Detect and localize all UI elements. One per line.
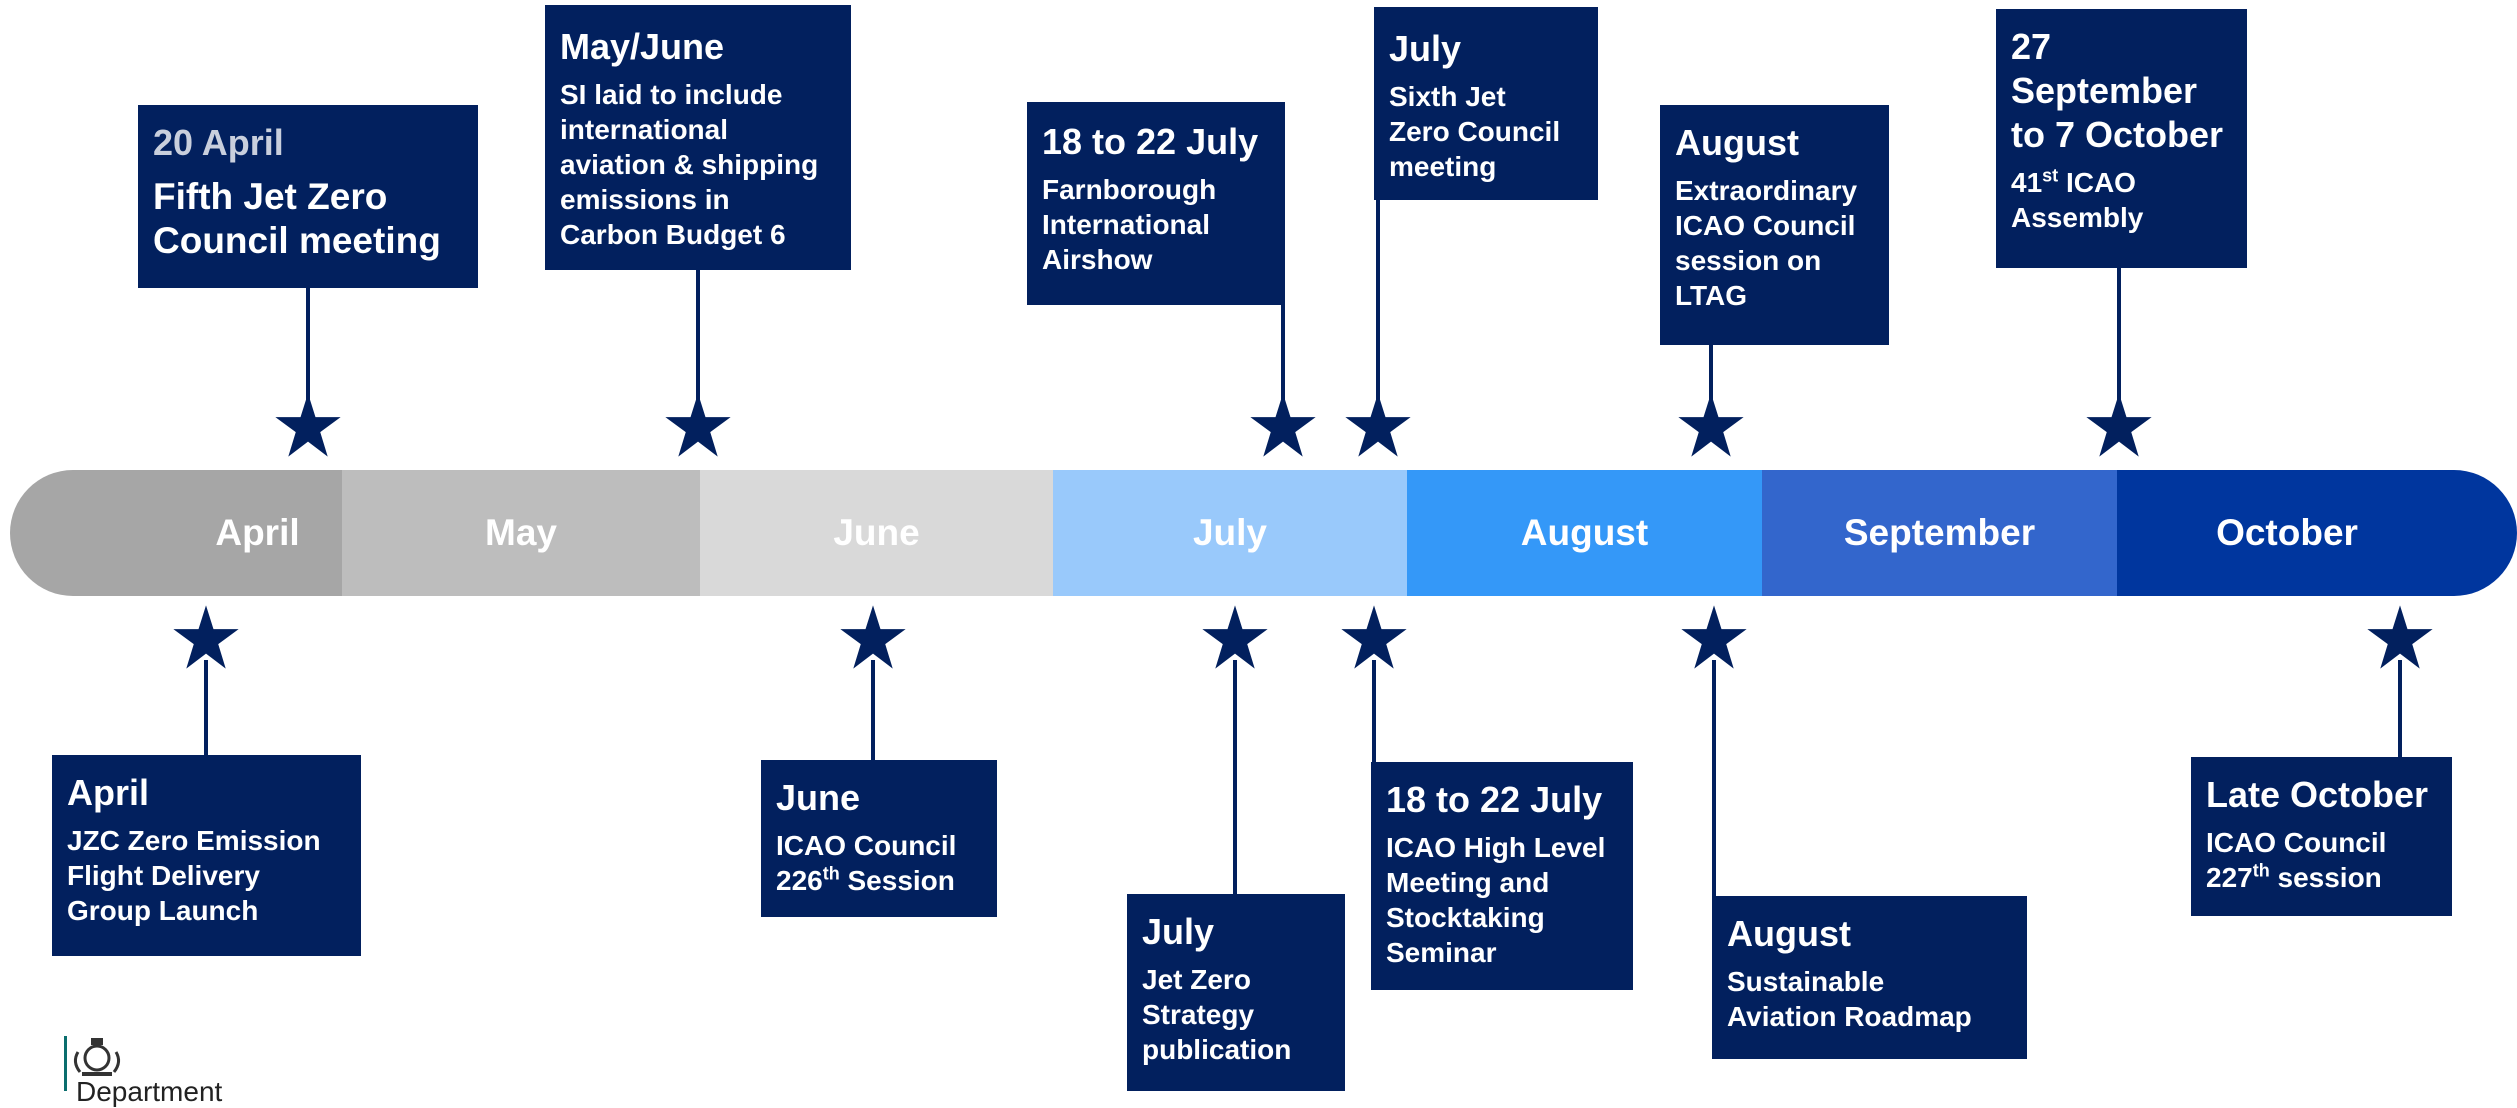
event-text: Sixth Jet Zero Council meeting xyxy=(1389,81,1561,182)
event-text: SI laid to include international aviatio… xyxy=(560,79,819,250)
star-icon xyxy=(172,604,240,672)
month-label-may: May xyxy=(485,512,557,553)
star-icon xyxy=(1680,604,1748,672)
event-text: Extraordinary ICAO Council session on LT… xyxy=(1675,175,1858,311)
month-label-april: April xyxy=(215,512,300,553)
event-box-above-1: 20 April Fifth Jet Zero Council meeting xyxy=(138,105,478,288)
event-box-above-2: May/June SI laid to include internationa… xyxy=(545,5,851,270)
event-text: JZC Zero Emission Flight Delivery Group … xyxy=(67,825,321,926)
event-text: Farnborough International Airshow xyxy=(1042,174,1217,275)
logo-rule xyxy=(64,1036,67,1091)
connector-line xyxy=(1376,200,1380,410)
event-date: 27 September to 7 October xyxy=(2011,26,2224,155)
month-segment-august: August xyxy=(1407,470,1762,596)
connector-line xyxy=(1281,305,1285,410)
event-box-below-5: August Sustainable Aviation Roadmap xyxy=(1712,896,2027,1059)
event-box-below-3: July Jet Zero Strategy publication xyxy=(1127,894,1345,1091)
connector-line xyxy=(1712,660,1716,897)
event-date: July xyxy=(1389,28,1462,69)
event-date: May/June xyxy=(560,26,725,67)
event-date: 18 to 22 July xyxy=(1042,121,1259,162)
month-segment-september: September xyxy=(1762,470,2117,596)
star-icon xyxy=(1344,392,1412,460)
star-icon xyxy=(1677,392,1745,460)
event-date: 18 to 22 July xyxy=(1386,779,1603,820)
event-text: ICAO Council 226th Session xyxy=(776,830,957,896)
event-box-below-4: 18 to 22 July ICAO High Level Meeting an… xyxy=(1371,762,1633,990)
month-segment-june: June xyxy=(700,470,1053,596)
connector-line xyxy=(2117,268,2121,410)
royal-crest-icon xyxy=(64,1032,126,1090)
star-icon xyxy=(2366,604,2434,672)
connector-line xyxy=(2398,660,2402,757)
month-segment-july: July xyxy=(1053,470,1407,596)
timeline-bar: April May June July August September Oct… xyxy=(10,470,2517,596)
connector-line xyxy=(306,288,310,410)
event-date: August xyxy=(1675,122,1799,163)
star-icon xyxy=(664,392,732,460)
month-segment-october: October xyxy=(2117,470,2517,596)
star-icon xyxy=(839,604,907,672)
month-segment-may: May xyxy=(342,470,700,596)
event-box-below-2: June ICAO Council 226th Session xyxy=(761,760,997,917)
connector-line xyxy=(871,660,875,760)
event-date: July xyxy=(1142,911,1215,952)
connector-line xyxy=(1372,660,1376,762)
month-label-june: June xyxy=(833,512,920,553)
event-date: April xyxy=(67,772,150,813)
star-icon xyxy=(1340,604,1408,672)
event-date: Late October xyxy=(2206,774,2429,815)
star-icon xyxy=(274,392,342,460)
month-label-september: September xyxy=(1843,512,2036,553)
connector-line xyxy=(204,660,208,755)
event-text: ICAO Council 227th session xyxy=(2206,827,2387,893)
event-text: 41st ICAO Assembly xyxy=(2011,165,2144,233)
event-date: June xyxy=(776,777,861,818)
month-label-july: July xyxy=(1192,512,1268,553)
connector-line xyxy=(1233,660,1237,895)
event-box-above-6: 27 September to 7 October 41st ICAO Asse… xyxy=(1996,9,2247,268)
event-date: 20 April xyxy=(153,122,284,163)
event-text: Jet Zero Strategy publication xyxy=(1142,964,1292,1065)
month-label-august: August xyxy=(1520,512,1649,553)
event-box-above-4: July Sixth Jet Zero Council meeting xyxy=(1374,7,1598,200)
department-label: Department xyxy=(76,1076,223,1107)
event-box-below-6: Late October ICAO Council 227th session xyxy=(2191,757,2452,916)
star-icon xyxy=(1201,604,1269,672)
connector-line xyxy=(1709,345,1713,410)
event-box-below-1: April JZC Zero Emission Flight Delivery … xyxy=(52,755,361,956)
month-segment-april: April xyxy=(10,470,342,596)
event-date: August xyxy=(1727,913,1851,954)
event-text: Sustainable Aviation Roadmap xyxy=(1727,966,1972,1032)
star-icon xyxy=(1249,392,1317,460)
event-box-above-5: August Extraordinary ICAO Council sessio… xyxy=(1660,105,1889,345)
star-icon xyxy=(2085,392,2153,460)
event-text: Fifth Jet Zero Council meeting xyxy=(153,176,441,261)
connector-line xyxy=(696,270,700,410)
event-box-above-3: 18 to 22 July Farnborough International … xyxy=(1027,102,1285,305)
month-label-october: October xyxy=(2216,512,2358,553)
event-text: ICAO High Level Meeting and Stocktaking … xyxy=(1386,832,1606,968)
